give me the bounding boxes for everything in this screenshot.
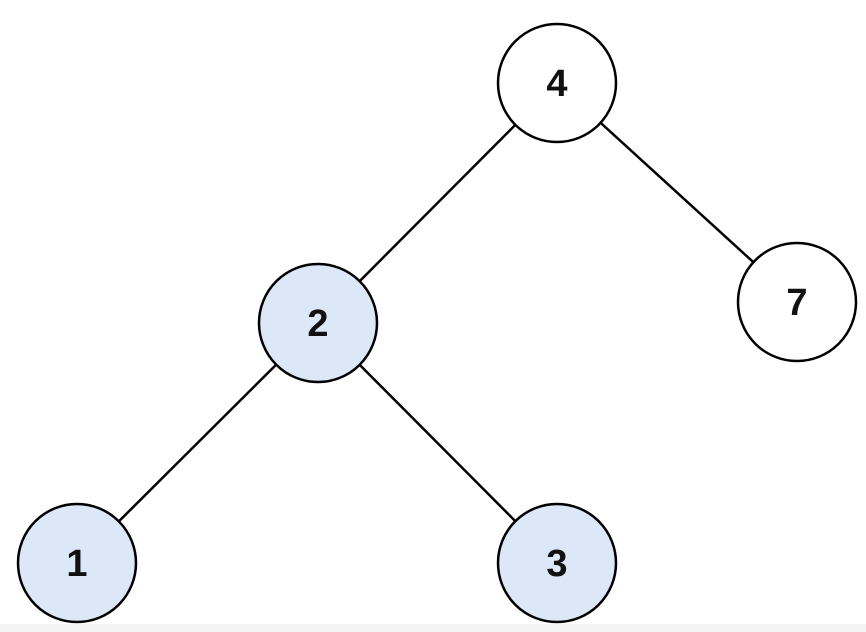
tree-node-2: 2 xyxy=(257,262,379,384)
nodes-layer: 4 2 7 1 3 xyxy=(16,22,858,624)
tree-node-4: 4 xyxy=(496,22,618,144)
tree-node-7: 7 xyxy=(736,241,858,363)
bottom-strip xyxy=(0,624,866,632)
node-label-2: 2 xyxy=(307,303,328,345)
node-label-3: 3 xyxy=(546,543,567,585)
node-circle-1 xyxy=(16,502,138,624)
node-circle-3 xyxy=(496,502,618,624)
tree-node-3: 3 xyxy=(496,502,618,624)
node-label-7: 7 xyxy=(786,282,807,324)
edge-4-2 xyxy=(358,123,517,283)
node-label-4: 4 xyxy=(546,63,567,105)
edge-2-1 xyxy=(117,363,278,523)
edges-layer xyxy=(117,121,755,523)
edge-2-3 xyxy=(358,363,517,523)
node-circle-2 xyxy=(257,262,379,384)
node-circle-7 xyxy=(736,241,858,363)
node-circle-4 xyxy=(496,22,618,144)
node-label-1: 1 xyxy=(66,543,87,585)
tree-node-1: 1 xyxy=(16,502,138,624)
edge-4-7 xyxy=(599,121,755,264)
